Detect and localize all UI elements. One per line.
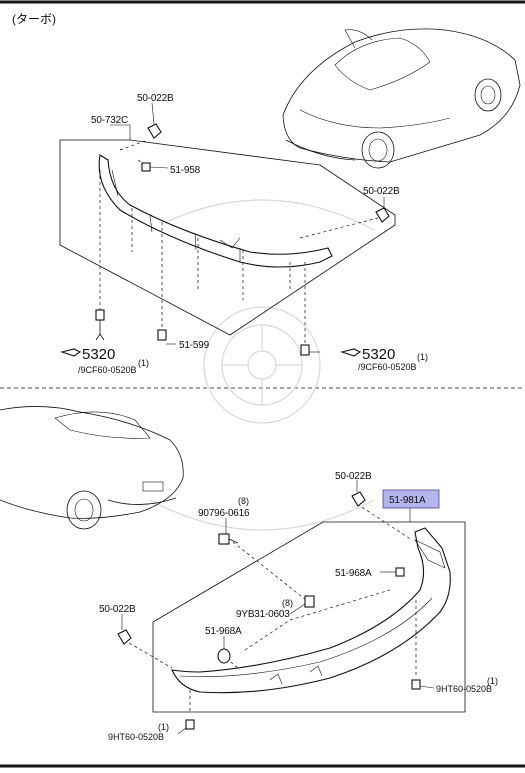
leader-clip-top: [356, 503, 413, 541]
bottom-assembly-frame: [152, 521, 466, 713]
leader-50-732c: [110, 124, 131, 140]
front-air-dam-part: [98, 154, 333, 268]
label-90796-qty: (8): [238, 496, 249, 506]
top-fastener-leaders: [99, 170, 306, 345]
rivet-icon-51-968a-right: [395, 567, 405, 577]
clip-icon-bottom-left: [117, 629, 132, 645]
nut-icon-9yb31: [304, 595, 315, 608]
leader-clip-left: [123, 639, 173, 669]
label-9ht60-left: 9HT60-0520B: [108, 732, 164, 742]
label-90796-0616: 90796-0616: [198, 508, 250, 519]
label-9yb31-0603: 9YB31-0603: [236, 609, 290, 620]
bolt-icon-90796: [218, 533, 239, 545]
clip-icon-right-top: [375, 207, 390, 223]
highlight-box-51-981a: [382, 489, 440, 509]
label-9ht60-right-qty: (1): [487, 676, 498, 686]
label-50-732c: 50-732C: [91, 115, 128, 126]
top-assembly-frame: [59, 139, 396, 336]
label-9ht60-right: 9HT60-0520B: [436, 684, 492, 694]
label-51-599: 51-599: [179, 340, 210, 351]
screw-icon-left: [95, 309, 105, 341]
ref-right-number: 5320: [362, 346, 395, 363]
ref-right-code: /9CF60-0520B: [358, 362, 417, 372]
label-50-022b-right: 50-022B: [363, 186, 400, 197]
leader-9yb31-label: [289, 603, 306, 615]
label-51-968a-right: 51-968A: [335, 568, 372, 579]
ref-pointer-icon-right: [340, 348, 362, 357]
label-50-022b-bottom-top: 50-022B: [335, 471, 372, 482]
car-rear-illustration: [0, 406, 184, 530]
clip-icon-bottom-top: [351, 491, 366, 507]
label-50-022b-top: 50-022B: [137, 93, 174, 104]
label-9ht60-left-qty: (1): [158, 722, 169, 732]
ref-left-number: 5320: [82, 346, 115, 363]
screw-icon-51-599: [157, 329, 176, 345]
rear-under-spoiler-part: [171, 527, 451, 694]
watermark-emblem: [149, 199, 375, 531]
screw-icon-9ht60-left: [177, 719, 195, 735]
label-51-968a-mid: 51-968A: [205, 626, 242, 637]
clip-icon-top: [147, 123, 162, 139]
screw-icon-right: [300, 344, 320, 356]
leader-spoiler-fasteners: [244, 589, 391, 651]
rivet-icon-51-968a-mid: [217, 648, 231, 664]
label-50-022b-bottom-left: 50-022B: [99, 604, 136, 615]
page-title: (ターボ): [12, 12, 56, 26]
leader-bolt-90796: [232, 541, 307, 601]
ref-left-code: /9CF60-0520B: [78, 365, 137, 375]
rivet-icon-51-958: [141, 162, 169, 172]
ref-right-qty: (1): [417, 352, 428, 362]
car-front-illustration: [282, 28, 521, 169]
label-9yb31-qty: (8): [282, 598, 293, 608]
ref-left-qty: (1): [138, 358, 149, 368]
label-51-958: 51-958: [170, 165, 201, 176]
screw-icon-9ht60-right: [411, 679, 435, 690]
label-51-981a: 51-981A: [389, 495, 426, 506]
ref-pointer-icon-left: [60, 348, 82, 357]
leader-50-022b-top: [151, 102, 155, 125]
